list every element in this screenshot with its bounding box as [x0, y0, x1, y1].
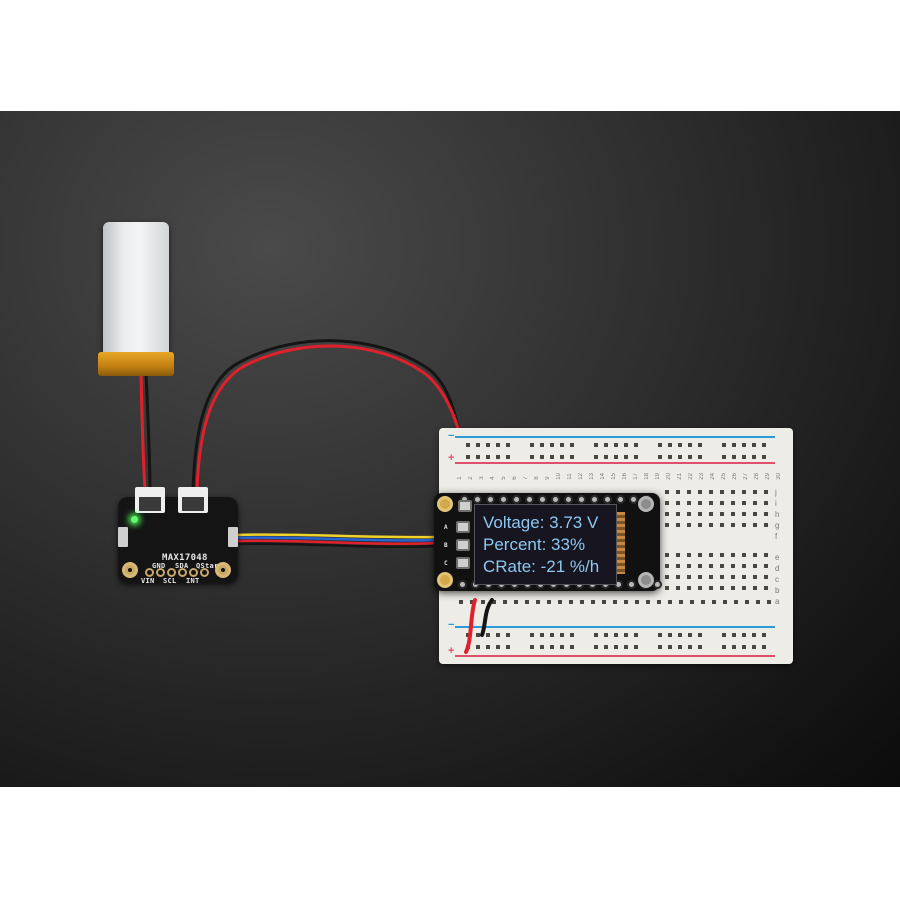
pad-int [189, 568, 198, 577]
charge-led [131, 516, 138, 523]
pad-sda [178, 568, 187, 577]
rail-minus-sign-bottom: − [448, 619, 455, 631]
pad-scl [167, 568, 176, 577]
pin-label-sda: SDA [175, 562, 189, 570]
rail-line-minus-bottom [455, 626, 775, 628]
mount-hole-top-right [638, 496, 654, 512]
rail-holes-top [466, 443, 766, 459]
mount-hole-left [122, 562, 138, 578]
stemma-qt-port-left [118, 527, 128, 547]
row-letters-top: j i h g f [775, 488, 780, 541]
pad-qstart [200, 568, 209, 577]
terminal-holes-top [665, 490, 768, 527]
reset-button[interactable] [458, 500, 472, 512]
oled-display: Voltage: 3.73 V Percent: 33% CRate: -21 … [474, 504, 617, 585]
pad-vin [145, 568, 154, 577]
oled-flex-cable [617, 512, 625, 574]
jst-connector-battery [135, 487, 165, 513]
rail-line-plus-bottom [455, 655, 775, 657]
mount-hole-bottom-left [437, 572, 453, 588]
rail-plus-sign-bottom: + [448, 645, 455, 657]
row-letters-bottom: e d c b a [775, 553, 780, 606]
pin-label-int: INT [186, 577, 200, 585]
pin-label-qstart: QStart [196, 562, 224, 570]
oled-voltage-line: Voltage: 3.73 V [483, 513, 599, 532]
button-c[interactable] [456, 557, 470, 569]
button-b[interactable] [456, 539, 470, 551]
battery-protection-tab [98, 352, 174, 376]
rail-line-plus-top [455, 462, 775, 464]
mount-hole-right [215, 562, 231, 578]
lipo-battery [103, 222, 169, 362]
chip-label: MAX17048 [162, 553, 208, 563]
rail-holes-bottom [466, 633, 766, 649]
rail-plus-sign-top: + [448, 452, 455, 464]
button-a-label: A [444, 524, 448, 531]
oled-crate-line: CRate: -21 %/h [483, 557, 600, 576]
pin-label-vin: VIN [141, 577, 155, 585]
mount-hole-bottom-right [638, 572, 654, 588]
pin-label-gnd: GND [152, 562, 166, 570]
button-a[interactable] [456, 521, 470, 533]
jst-connector-load [178, 487, 208, 513]
rail-minus-sign-top: − [448, 430, 455, 442]
terminal-holes-bottom [665, 553, 768, 590]
oled-percent-line: Percent: 33% [483, 535, 586, 554]
pin-label-scl: SCL [163, 577, 177, 585]
rail-line-minus-top [455, 436, 775, 438]
button-c-label: C [444, 560, 448, 567]
stemma-qt-port-right [228, 527, 238, 547]
pad-gnd [156, 568, 165, 577]
mount-hole-top-left [437, 496, 453, 512]
terminal-holes-row-a [459, 600, 771, 604]
button-b-label: B [444, 542, 448, 549]
